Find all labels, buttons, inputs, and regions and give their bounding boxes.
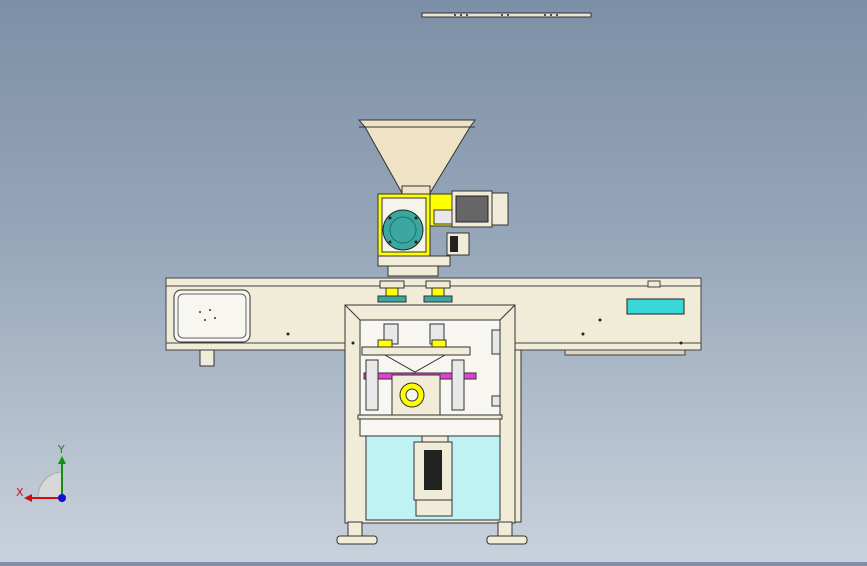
lower-motor[interactable] bbox=[413, 435, 453, 517]
hopper[interactable] bbox=[357, 119, 476, 195]
triad-x-label: X bbox=[16, 486, 24, 499]
table-foot-left bbox=[199, 349, 215, 367]
triad-y-label: Y bbox=[58, 443, 65, 456]
dosing-mechanism[interactable] bbox=[357, 323, 503, 420]
motor[interactable] bbox=[429, 190, 509, 256]
display-panel[interactable] bbox=[626, 298, 685, 315]
inspection-window[interactable] bbox=[173, 289, 251, 343]
nozzles[interactable] bbox=[377, 280, 453, 303]
rotary-feeder[interactable] bbox=[377, 193, 451, 277]
top-rail[interactable] bbox=[421, 12, 592, 18]
orientation-triad bbox=[24, 456, 66, 502]
leveling-feet[interactable] bbox=[336, 521, 528, 545]
